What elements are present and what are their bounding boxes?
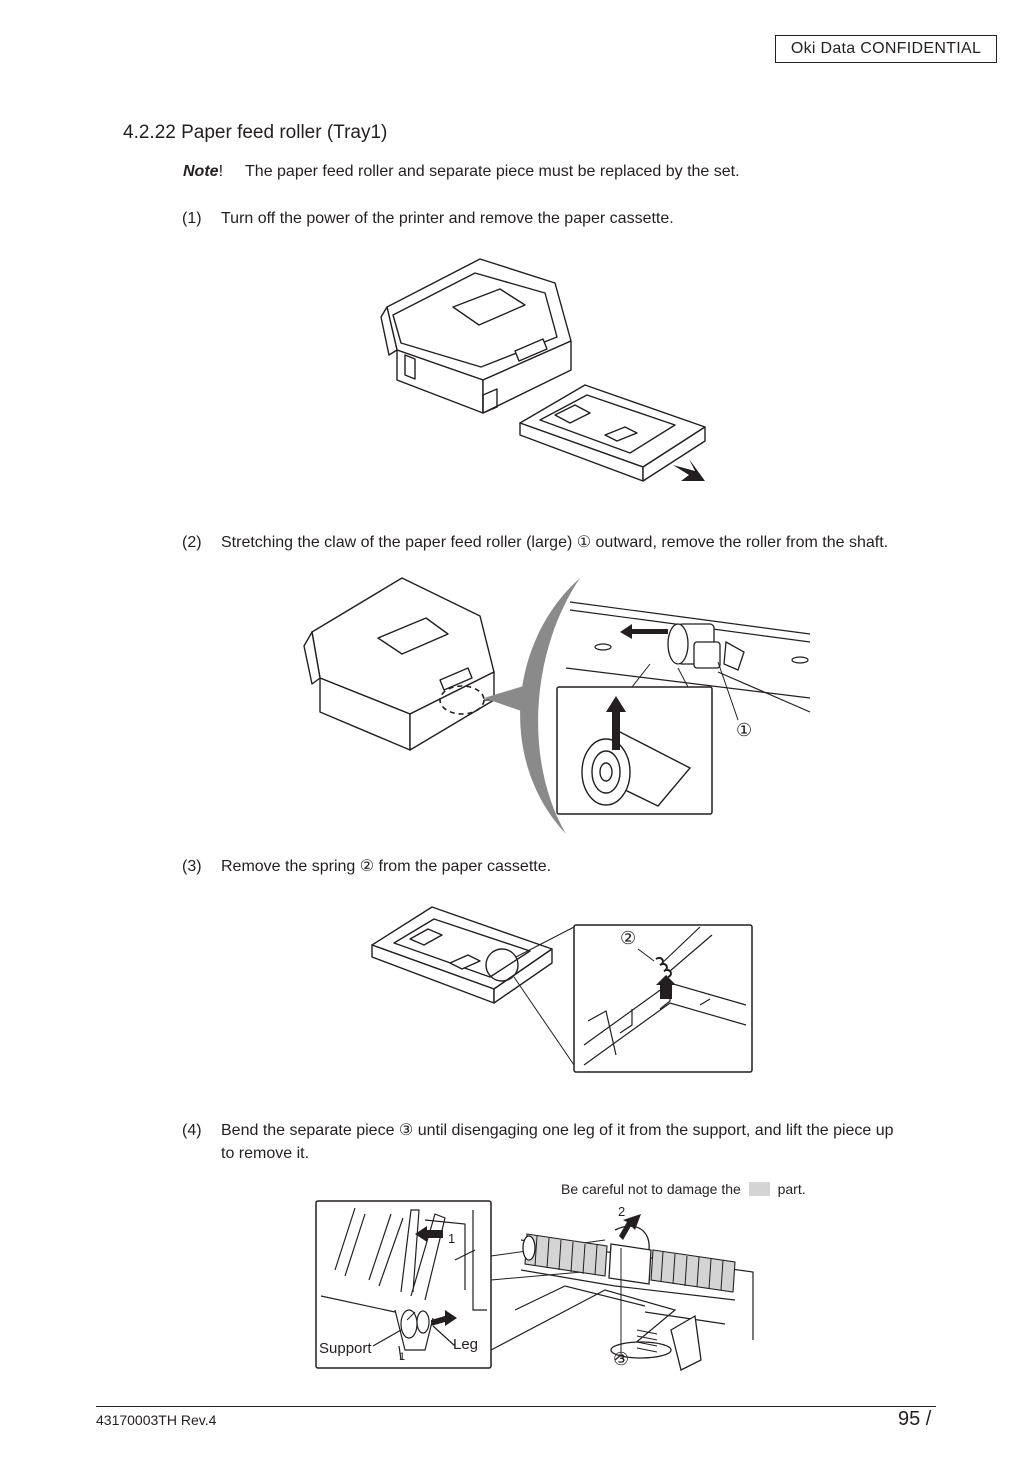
- note-mark: !: [218, 163, 224, 180]
- caution-text-end: part.: [777, 1181, 806, 1197]
- section-title: 4.2.22 Paper feed roller (Tray1): [123, 122, 388, 143]
- step-1: (1) Turn off the power of the printer an…: [182, 207, 922, 231]
- step-num-1: 1: [448, 1231, 456, 1246]
- note-label: Note: [183, 163, 219, 180]
- callout-2: ②: [620, 928, 637, 948]
- step-text: Remove the spring ② from the paper casse…: [221, 858, 552, 875]
- callout-3: ③: [613, 1349, 630, 1369]
- step-num-2: 2: [618, 1204, 626, 1219]
- feed-roller-illustration: ①: [298, 572, 818, 837]
- step-text: Stretching the claw of the paper feed ro…: [221, 534, 889, 551]
- leg-label: Leg: [453, 1336, 479, 1353]
- separate-piece-illustration: Support Leg 1 2 1 ③: [315, 1200, 757, 1375]
- step-3: (3) Remove the spring ② from the paper c…: [182, 855, 922, 879]
- note: Note! The paper feed roller and separate …: [183, 163, 740, 181]
- step-2: (2) Stretching the claw of the paper fee…: [182, 531, 922, 579]
- confidential-label: Oki Data CONFIDENTIAL: [775, 35, 997, 63]
- step-text: Bend the separate piece ③ until disengag…: [221, 1122, 894, 1162]
- caution-text: Be careful not to damage the: [561, 1181, 741, 1197]
- step-number: (1): [182, 210, 202, 227]
- step-4: (4) Bend the separate piece ③ until dise…: [182, 1119, 922, 1167]
- step-number: (3): [182, 858, 202, 875]
- support-label: Support: [319, 1340, 372, 1357]
- grey-swatch: [748, 1182, 770, 1196]
- step-number: (2): [182, 534, 202, 551]
- step-text: Turn off the power of the printer and re…: [221, 210, 674, 227]
- callout-1: ①: [736, 720, 753, 740]
- footer-rule: [96, 1406, 936, 1407]
- page-number: 95 /: [898, 1408, 932, 1430]
- document-number: 43170003TH Rev.4: [96, 1412, 217, 1428]
- printer-cassette-illustration: [375, 245, 710, 490]
- step-num-1-small: 1: [399, 1351, 406, 1363]
- note-text: The paper feed roller and separate piece…: [245, 163, 740, 180]
- step-number: (4): [182, 1122, 202, 1139]
- spring-illustration: ②: [370, 905, 756, 1075]
- caution-note: Be careful not to damage the part.: [561, 1181, 806, 1197]
